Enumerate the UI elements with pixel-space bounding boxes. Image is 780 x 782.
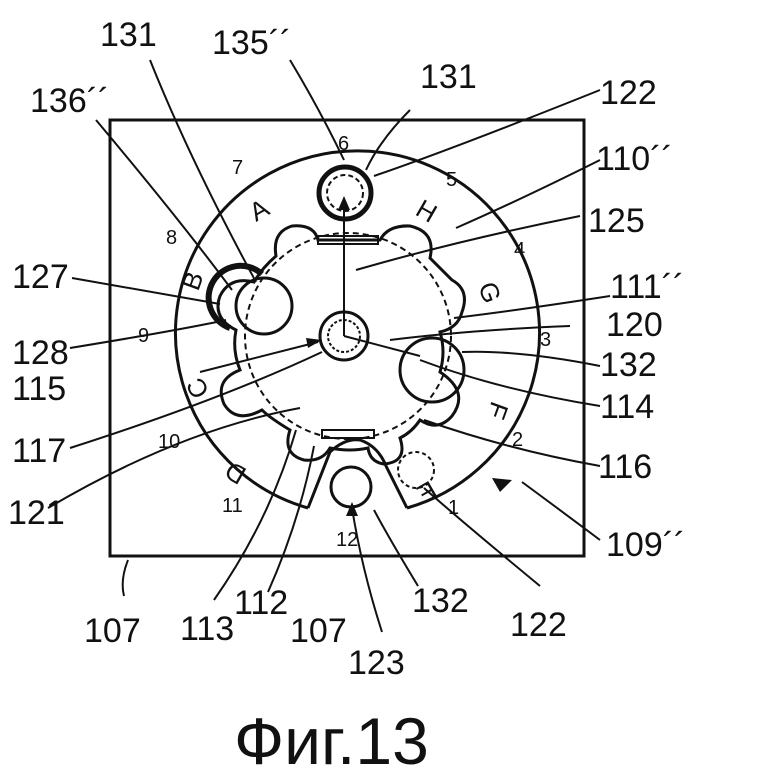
pos-12: 12 [336, 529, 358, 551]
figure-caption: Фиг.13 [234, 704, 429, 778]
letter-F: F [481, 398, 515, 423]
pos-1: 1 [448, 497, 459, 519]
arrowhead-top [338, 196, 350, 210]
pos-10: 10 [158, 431, 180, 453]
label-132-a: 132 [600, 346, 657, 384]
opening-114 [400, 338, 464, 402]
label-114: 114 [600, 388, 654, 426]
label-107-b: 107 [290, 612, 347, 650]
arrow-115 [200, 342, 318, 372]
label-116: 116 [598, 448, 652, 486]
letter-D: D [220, 455, 251, 490]
pos-5: 5 [446, 169, 457, 191]
label-131-a: 131 [100, 16, 157, 54]
pos-11: 11 [222, 495, 243, 517]
label-111: 111´´ [610, 268, 684, 306]
label-112: 112 [234, 584, 288, 622]
label-136: 136´´ [30, 82, 109, 120]
pos-6: 6 [338, 133, 349, 155]
label-122-a: 122 [600, 74, 657, 112]
pos-8: 8 [166, 227, 177, 249]
label-113: 113 [180, 610, 234, 648]
label-110: 110´´ [596, 140, 673, 178]
pos-4: 4 [514, 239, 525, 261]
label-128: 128 [12, 334, 69, 372]
letter-H: H [411, 193, 442, 228]
label-127: 127 [12, 258, 69, 296]
scalloped-disk-111 [218, 226, 464, 464]
pos-2: 2 [512, 429, 523, 451]
arrowhead-123 [346, 502, 358, 516]
base-plate-107 [110, 120, 584, 556]
pos-7: 7 [232, 157, 243, 179]
label-121: 121 [8, 494, 65, 532]
opening-127 [236, 278, 292, 334]
leader-lines [48, 60, 610, 632]
label-122-b: 122 [510, 606, 567, 644]
pos-3: 3 [540, 329, 551, 351]
label-117: 117 [12, 432, 66, 470]
letter-G: G [472, 278, 507, 307]
label-123: 123 [348, 644, 405, 682]
opening-128-ring [209, 266, 262, 328]
label-135: 135´´ [212, 24, 291, 62]
opening-123 [331, 467, 371, 507]
label-131-b: 131 [420, 58, 477, 96]
label-115: 115 [12, 370, 66, 408]
label-107-a: 107 [84, 612, 141, 650]
label-109: 109´´ [606, 526, 685, 564]
pos-9: 9 [138, 325, 149, 347]
label-125: 125 [588, 202, 645, 240]
label-120: 120 [606, 306, 663, 344]
arrowhead-109 [492, 478, 512, 492]
letter-A: A [244, 192, 275, 227]
label-132-b: 132 [412, 582, 469, 620]
